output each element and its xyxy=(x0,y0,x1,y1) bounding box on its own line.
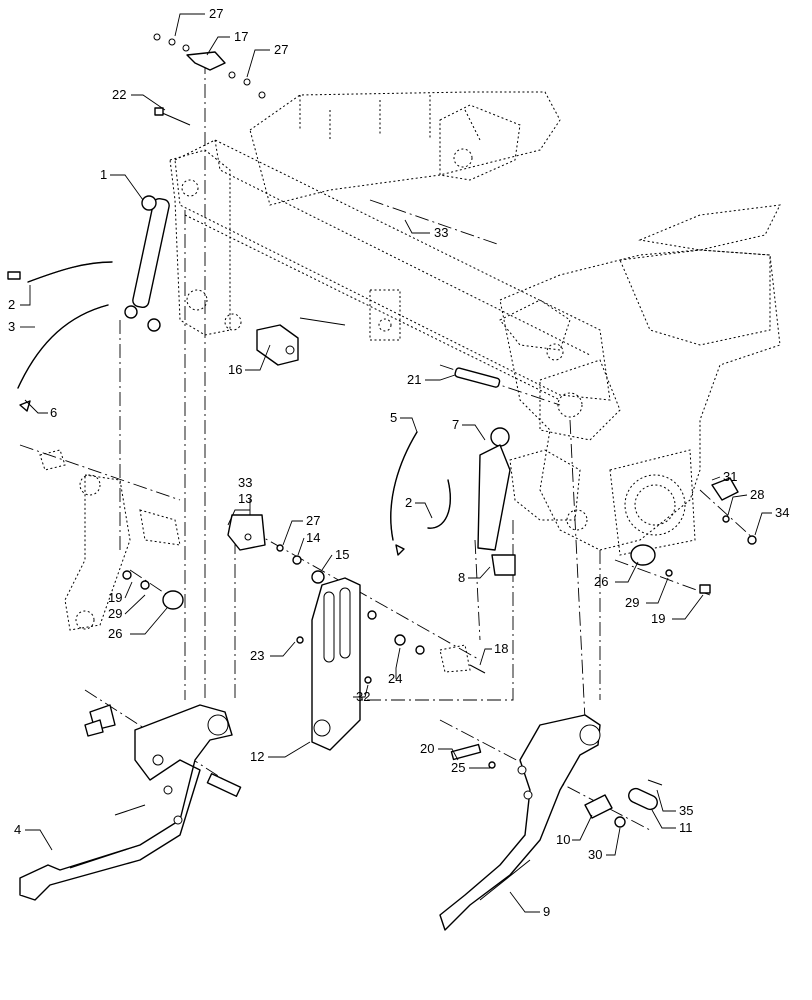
callout-27: 27 xyxy=(306,513,320,528)
callout-6: 6 xyxy=(50,405,57,420)
callout-29: 29 xyxy=(625,595,639,610)
callout-10: 10 xyxy=(556,832,570,847)
callout-35: 35 xyxy=(679,803,693,818)
callout-1: 1 xyxy=(100,167,107,182)
left-link-chain-phantom xyxy=(39,449,181,631)
main-frame xyxy=(169,91,781,556)
callout-8: 8 xyxy=(458,570,465,585)
callout-17: 17 xyxy=(234,29,248,44)
callout-11: 11 xyxy=(679,820,693,835)
callout-15: 15 xyxy=(335,547,349,562)
callout-14: 14 xyxy=(306,530,320,545)
link-hardware-center xyxy=(296,610,486,684)
callout-26: 26 xyxy=(108,626,122,641)
link-12 xyxy=(311,577,361,751)
left-hardware xyxy=(122,570,184,610)
callout-3: 3 xyxy=(8,319,15,334)
right-leg-hardware xyxy=(584,779,663,828)
callout-5: 5 xyxy=(390,410,397,425)
bolt-22 xyxy=(154,107,191,126)
callout-2: 2 xyxy=(8,297,15,312)
callout-34: 34 xyxy=(775,505,789,520)
callout-31: 31 xyxy=(723,469,737,484)
callout-33: 33 xyxy=(434,225,448,240)
callout-28: 28 xyxy=(750,487,764,502)
right-pivot-hardware xyxy=(630,477,757,594)
left-support-leg xyxy=(19,704,242,901)
callout-33: 33 xyxy=(238,475,252,490)
bracket-16 xyxy=(256,317,346,366)
bracket-top xyxy=(153,33,266,99)
callout-27: 27 xyxy=(209,6,223,21)
callout-7: 7 xyxy=(452,417,459,432)
callout-12: 12 xyxy=(250,749,264,764)
callout-30: 30 xyxy=(588,847,602,862)
assembly-centerlines xyxy=(19,60,756,831)
callout-19: 19 xyxy=(108,590,122,605)
pin-21 xyxy=(454,367,501,388)
hose-long xyxy=(17,304,109,412)
callout-labels: 27 17 27 22 1 33 2 3 16 6 21 5 7 31 28 3… xyxy=(8,6,789,919)
callout-19: 19 xyxy=(651,611,665,626)
callout-13: 13 xyxy=(238,491,252,506)
callout-18: 18 xyxy=(494,641,508,656)
callout-21: 21 xyxy=(407,372,421,387)
callout-2: 2 xyxy=(405,495,412,510)
callout-32: 32 xyxy=(356,689,370,704)
right-support-leg xyxy=(439,714,601,931)
callout-29: 29 xyxy=(108,606,122,621)
callout-23: 23 xyxy=(250,648,264,663)
callout-9: 9 xyxy=(543,904,550,919)
hose-upper xyxy=(7,261,113,283)
callout-27: 27 xyxy=(274,42,288,57)
callout-24: 24 xyxy=(388,671,402,686)
callout-16: 16 xyxy=(228,362,242,377)
leader-lines xyxy=(20,13,772,913)
callout-22: 22 xyxy=(112,87,126,102)
callout-20: 20 xyxy=(420,741,434,756)
callout-25: 25 xyxy=(451,760,465,775)
callout-26: 26 xyxy=(594,574,608,589)
plate-13 xyxy=(227,514,325,584)
hose-center xyxy=(390,431,451,556)
pivot-assembly-7-8 xyxy=(477,427,516,576)
callout-4: 4 xyxy=(14,822,21,837)
hydraulic-cylinder xyxy=(124,195,170,332)
